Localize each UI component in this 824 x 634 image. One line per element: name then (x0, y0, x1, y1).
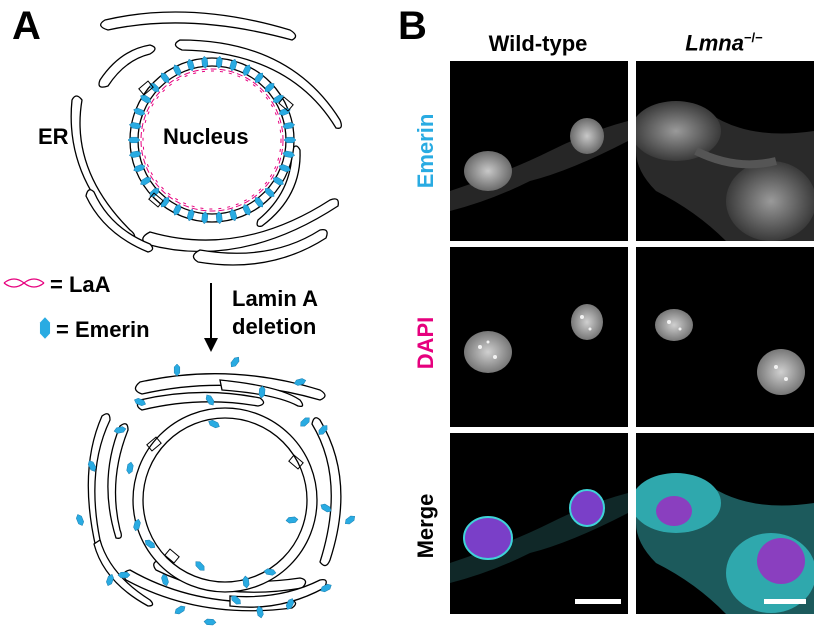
micrograph-lmna-emerin (636, 61, 814, 241)
er-sheets-bottom (87, 373, 342, 612)
arrow-label-line2: deletion (232, 314, 317, 339)
scale-bar-lmna (764, 599, 806, 604)
emerin-marker (127, 136, 141, 144)
micrograph-wt-dapi (450, 247, 628, 427)
lmna-gene-name: Lmna (685, 30, 744, 56)
emerin-marker (125, 461, 135, 475)
nuclear-pores-bottom (146, 436, 304, 564)
micrograph-wt-emerin (450, 61, 628, 241)
emerin-marker (343, 513, 357, 527)
legend-emerin-text: = Emerin (56, 317, 150, 342)
row-label-emerin: Emerin (413, 113, 438, 189)
emerin-marker (283, 136, 297, 144)
lamin-a-network (140, 68, 284, 212)
er-label: ER (38, 124, 69, 149)
er-sheets-top (70, 11, 342, 266)
micrograph-lmna-merge (636, 433, 814, 614)
arrow-label-line1: Lamin A (232, 286, 318, 311)
column-header-lmna: Lmna−/− (636, 31, 812, 54)
emerin-marker (228, 355, 242, 369)
micrograph-lmna-dapi (636, 247, 814, 427)
lamin-a-wave-icon (3, 278, 45, 288)
micrograph-wt-merge (450, 433, 628, 614)
emerin-marker (173, 363, 181, 377)
nuclear-pores-top (138, 80, 294, 208)
legend-laa-text: = LaA (50, 272, 111, 297)
emerin-marker (74, 513, 86, 527)
deletion-arrow (204, 283, 218, 352)
row-label-merge: Merge (413, 493, 438, 559)
panel-a-letter: A (12, 4, 41, 48)
column-header-wild-type: Wild-type (488, 31, 588, 56)
scale-bar-wt (575, 599, 621, 604)
emerin-legend-icon (39, 317, 51, 339)
emerin-marker (173, 604, 187, 616)
panel-b-letter: B (398, 4, 427, 48)
row-label-dapi: DAPI (413, 316, 438, 370)
lmna-genotype: −/− (743, 30, 763, 45)
emerin-marker (203, 618, 217, 626)
emerin-marker (298, 415, 312, 429)
nucleus-label: Nucleus (163, 124, 249, 149)
